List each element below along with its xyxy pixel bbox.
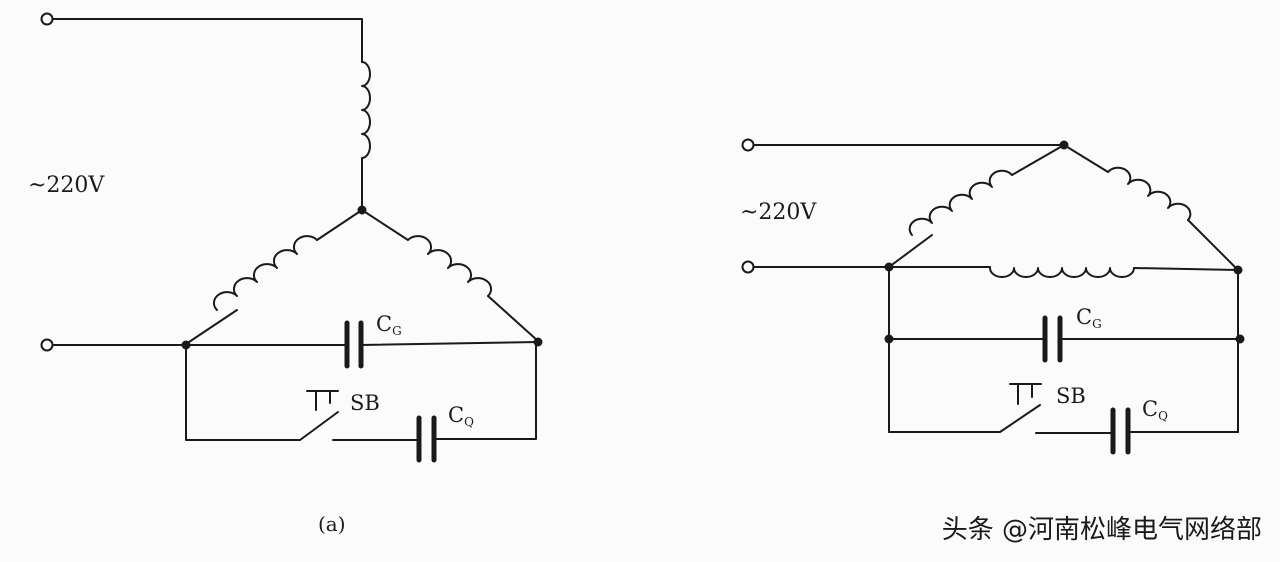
watermark-text: 头条 @河南松峰电气网络部	[942, 515, 1262, 545]
winding-b-bottom	[989, 267, 1135, 278]
sb-label-b: SB	[1056, 384, 1086, 408]
wire-a-cq-right	[433, 341, 537, 440]
cg-label-b: CG	[1076, 305, 1102, 331]
wire-a-cg-right	[360, 341, 539, 346]
terminal-a-bottom	[40, 338, 54, 352]
switch-a-sb-button	[306, 390, 339, 411]
winding-a-right	[407, 235, 493, 297]
switch-b-sb-blade	[999, 404, 1041, 433]
terminal-b-top	[741, 138, 755, 152]
wire-a-top	[52, 18, 363, 63]
wire-a-left-branch-bottom	[185, 309, 238, 345]
winding-b-left	[908, 169, 1013, 236]
voltage-label-b: ~220V	[740, 200, 817, 225]
wire-b-bottom-right	[1133, 267, 1239, 271]
wire-b-right-bottom	[1187, 219, 1239, 271]
cq-label-b: CQ	[1142, 397, 1168, 423]
winding-b-right	[1107, 166, 1192, 221]
wire-a-left-branch-top	[316, 209, 363, 241]
sb-label-a: SB	[350, 391, 380, 415]
wire-b-left-bottom	[888, 234, 933, 268]
winding-a-vertical	[361, 61, 371, 211]
terminal-a-top	[40, 12, 54, 26]
wire-b-right-top	[1063, 144, 1109, 173]
switch-b-sb-button	[1009, 383, 1042, 405]
wire-b-left-top	[1011, 144, 1065, 176]
wire-a-loop-left	[185, 344, 301, 441]
terminal-b-mid	[741, 260, 755, 274]
winding-a-left	[212, 235, 318, 311]
switch-a-sb-blade	[299, 411, 339, 441]
diagram-b	[741, 138, 1245, 455]
cq-label-a: CQ	[448, 403, 474, 429]
wire-a-right-branch-bottom	[487, 295, 539, 342]
diagram-a	[40, 12, 543, 463]
caption-a: (a)	[318, 512, 346, 536]
wire-a-right-branch-top	[361, 209, 409, 241]
cg-label-a: CG	[376, 312, 402, 338]
voltage-label-a: ~220V	[28, 173, 105, 198]
